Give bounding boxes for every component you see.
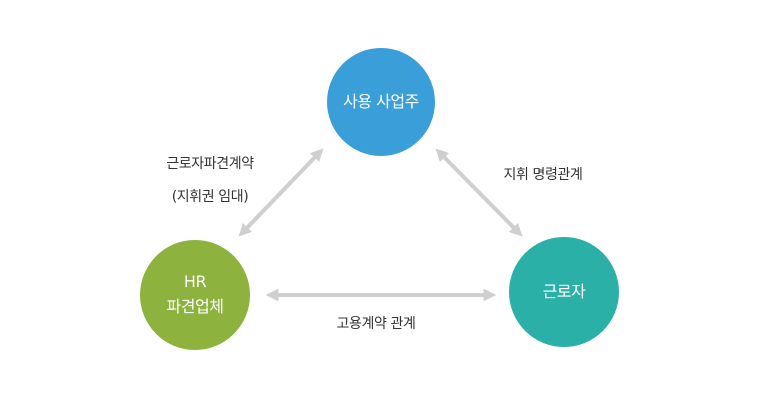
- node-user-employer-label: 사용 사업주: [343, 91, 419, 111]
- relation-label-dispatch-contract: 근로자파견계약 (지휘권 임대): [150, 148, 270, 214]
- arrow-top-right: [435, 148, 523, 237]
- node-worker: 근로자: [509, 237, 619, 347]
- node-worker-label: 근로자: [542, 281, 586, 301]
- relation-label-command: 지휘 명령관계: [503, 167, 583, 183]
- relation-label-employment: 고용계약 관계: [336, 316, 416, 332]
- relation-label-dispatch-contract-line1: 근로자파견계약: [166, 156, 254, 172]
- node-hr-dispatch-agency: HR 파견업체: [140, 240, 250, 350]
- node-hr-dispatch-agency-line2: 파견업체: [166, 297, 224, 316]
- relation-label-dispatch-contract-line2: (지휘권 임대): [171, 189, 249, 205]
- node-hr-dispatch-agency-line1: HR: [183, 272, 207, 292]
- arrow-left-top: [238, 148, 324, 237]
- node-user-employer: 사용 사업주: [327, 48, 435, 156]
